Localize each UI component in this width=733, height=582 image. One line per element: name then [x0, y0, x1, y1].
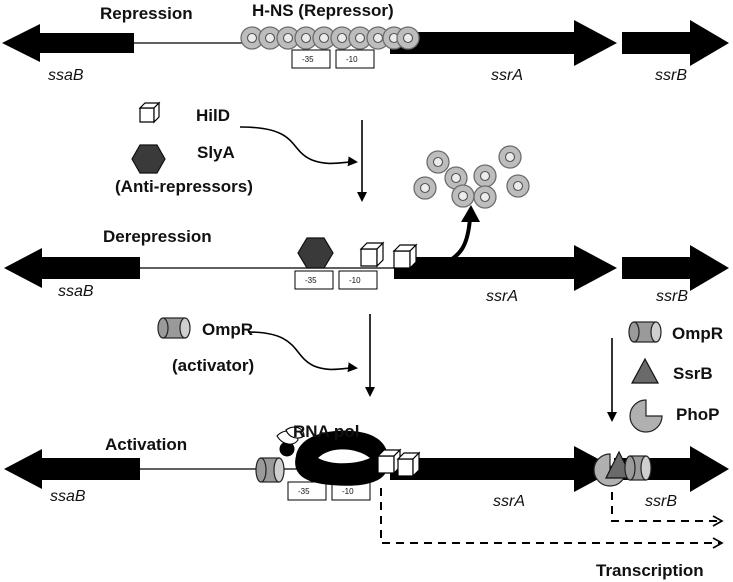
slya-hexagon-icon: [131, 144, 166, 174]
promoter-label-35: -35: [305, 276, 317, 285]
gene-ssrB-arrow: [622, 20, 729, 66]
slya-hexagon-icon: [297, 237, 334, 269]
hild-cube-icon: [376, 448, 402, 475]
stage-label-derepression: Derepression: [103, 227, 212, 246]
stage-label-activation: Activation: [105, 435, 187, 454]
promoter-box-35: [287, 481, 327, 501]
hns-icon: [240, 26, 264, 50]
gene-ssrB-arrow: [622, 245, 729, 291]
hns-icon: [426, 150, 450, 174]
activator-label: (activator): [172, 356, 254, 375]
promoter-label-10: -10: [342, 487, 354, 496]
gene-label-ssrA: ssrA: [493, 493, 525, 510]
stage-label-repression: Repression: [100, 4, 193, 23]
hns-icon: [451, 184, 475, 208]
ssrA-transcription-arrow: [380, 488, 724, 549]
released-hns-cluster: [413, 145, 530, 209]
hns-release-arrow: [436, 217, 472, 268]
hild-cube-icon: [138, 101, 161, 124]
ompr-cylinder-icon: [624, 455, 652, 481]
gene-label-ssrA: ssrA: [491, 67, 523, 84]
promoter-box-10: [335, 49, 375, 69]
anti-repressor-curved-arrow: [239, 126, 358, 167]
gene-label-ssaB: ssaB: [48, 67, 84, 84]
hild-cube-icon: [392, 243, 418, 270]
ssrb-triangle-icon: [630, 357, 660, 384]
hns-oligomer: [240, 26, 420, 50]
promoter-box-10: [338, 270, 378, 290]
phop-pacman-icon: [629, 399, 663, 433]
promoter-box-35: [291, 49, 331, 69]
hns-release-arrowhead: [461, 205, 480, 222]
slya-label: SlyA: [197, 143, 235, 162]
ompr-cylinder-icon: [628, 321, 662, 343]
promoter-label-35: -35: [298, 487, 310, 496]
panel-repression: Repression ssaB ssrA ssrB -35 -10: [2, 1, 729, 84]
hns-label: H-NS (Repressor): [252, 1, 394, 20]
ssrB-transcription-arrow: [611, 492, 724, 527]
gene-label-ssrB: ssrB: [656, 288, 688, 305]
gene-label-ssrB: ssrB: [655, 67, 687, 84]
ssrb-protein-label: SsrB: [673, 364, 713, 383]
hild-cube-icon: [396, 451, 421, 478]
gene-ssrA-arrow: [394, 245, 617, 291]
phop-label: PhoP: [676, 405, 719, 424]
rnapol-label: RNA pol: [293, 422, 359, 441]
hns-icon: [473, 185, 497, 209]
gene-ssaB-arrow: [4, 449, 140, 489]
gene-label-ssrA: ssrA: [486, 288, 518, 305]
ompr-label: OmpR: [202, 320, 253, 339]
ompr-cylinder-icon: [255, 457, 285, 483]
hild-cube-icon: [359, 241, 385, 268]
hns-icon: [413, 176, 437, 200]
ssrb-regulators-legend: OmpR SsrB PhoP: [607, 321, 723, 433]
hns-icon: [396, 26, 420, 50]
gene-label-ssaB: ssaB: [50, 488, 86, 505]
gene-label-ssaB: ssaB: [58, 283, 94, 300]
hns-icon: [366, 26, 390, 50]
hns-icon: [444, 166, 468, 190]
activator-legend: OmpR (activator): [157, 314, 375, 397]
hns-icon: [294, 26, 318, 50]
gene-ssrA-arrow: [390, 446, 617, 492]
hns-icon: [276, 26, 300, 50]
panel-activation: Activation ssaB ssrA ssrB -35 -10 RNA po…: [4, 422, 729, 580]
ompr-label: OmpR: [672, 324, 723, 343]
hns-icon: [506, 174, 530, 198]
hns-icon: [258, 26, 282, 50]
gene-ssaB-arrow: [4, 248, 140, 288]
promoter-label-35: -35: [302, 55, 314, 64]
promoter-label-10: -10: [349, 276, 361, 285]
rna-polymerase-icon: [276, 426, 389, 486]
promoter-label-10: -10: [346, 55, 358, 64]
antirepressors-label: (Anti-repressors): [115, 177, 253, 196]
anti-repressors-legend: HilD SlyA (Anti-repressors): [115, 101, 367, 202]
gene-label-ssrB: ssrB: [645, 493, 677, 510]
activator-curved-arrow: [247, 331, 358, 373]
hns-icon: [498, 145, 522, 169]
gene-ssaB-arrow: [2, 24, 134, 62]
gene-ssrA-arrow: [390, 20, 617, 66]
gene-ssrB-arrow: [614, 446, 729, 492]
ompr-cylinder-icon: [157, 317, 191, 339]
promoter-box-35: [294, 270, 334, 290]
hild-label: HilD: [196, 106, 230, 125]
transcription-label: Transcription: [596, 561, 704, 580]
panel-derepression: Derepression ssaB ssrA ssrB -35 -10: [4, 145, 729, 305]
hns-icon: [473, 164, 497, 188]
